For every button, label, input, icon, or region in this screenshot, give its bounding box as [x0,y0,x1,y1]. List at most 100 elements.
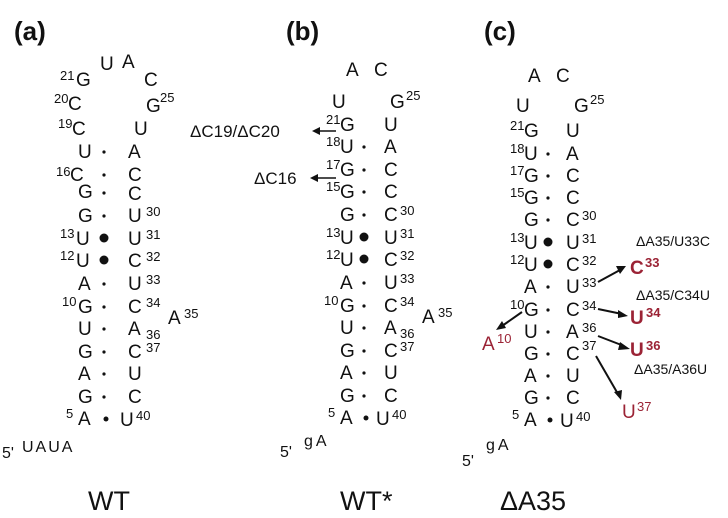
pair-dot [102,305,106,309]
arrow-head [312,127,320,135]
nt: G [76,70,91,91]
deletion-label-c16: ΔC16 [254,169,297,188]
five-prime-label: 5' [2,445,14,462]
panel-b: (b) A C U G 25 21 G U 18 U A 17 G C 15 G… [190,16,452,516]
nt-number: 25 [406,88,420,103]
mutant-base-a10: A [482,334,495,355]
deletion-label-c19-c20: ΔC19/ΔC20 [190,122,280,141]
five-prime-label: 5' [280,444,292,461]
nt-number: 10 [62,294,76,309]
nt-number: 34 [582,298,596,313]
nt: C [384,386,398,407]
nt: C [566,188,580,209]
nt-number: 33 [146,272,160,287]
panel-c-letter: (c) [484,16,516,46]
nt: A [566,144,579,165]
nt: C [68,94,82,115]
five-prime-label: 5' [462,453,474,470]
pair-dot [102,150,106,154]
nt-number: 18 [510,141,524,156]
mutant-label-c34u: ΔA35/C34U [636,287,710,303]
nt: A [524,410,537,431]
nt: C [384,296,398,317]
pair-dot [103,416,109,422]
pair-dot [546,218,550,222]
nt: U [524,322,538,343]
pair-dot [546,196,550,200]
nt-number: 30 [146,204,160,219]
nt: U [128,274,142,295]
nt-number: 25 [590,92,604,107]
nt: G [524,166,539,187]
nt: U [120,410,134,431]
arrow-head [310,174,318,182]
nt: U [566,366,580,387]
nt: C [566,300,580,321]
nt-number: 13 [510,230,524,245]
nt: U [78,319,92,340]
nt-number: 13 [60,226,74,241]
nt: U [566,121,580,142]
nt: G [340,160,355,181]
nt: G [574,96,589,117]
nt: A [384,137,397,158]
nt: C [128,251,142,272]
nt: U [134,119,148,140]
nt-number: 15 [510,185,524,200]
nt: G [340,115,355,136]
nt: A [78,409,91,430]
nt-number: 21 [326,112,340,127]
nt: G [390,92,405,113]
panel-a-caption: WT [88,486,130,516]
nt: A [528,66,541,87]
gu-pair-dot [543,237,553,247]
nt: C [566,388,580,409]
nt-number: 13 [326,225,340,240]
nt: U [76,251,90,272]
nt: G [524,188,539,209]
mutation-arrow [595,355,619,395]
tail-sequence: UAUA [22,439,74,456]
pair-dot [362,168,366,172]
nt: G [524,300,539,321]
nt: A [566,322,579,343]
nt-number: 12 [510,252,524,267]
pair-dot [546,352,550,356]
nt-number: 5 [512,407,519,422]
nt: G [340,341,355,362]
nt: G [340,182,355,203]
tail-sequence: gA [304,433,330,450]
nt-number: 16 [56,164,70,179]
nt: G [340,386,355,407]
nt-number: 20 [54,91,68,106]
pair-dot [362,213,366,217]
panel-b-letter: (b) [286,16,319,46]
nt: U [128,229,142,250]
nt-number: 17 [326,157,340,172]
mutant-label-u33c: ΔA35/U33C [636,233,710,249]
arrow-head [616,266,626,274]
nt-number: 33 [582,275,596,290]
nt: C [566,255,580,276]
pair-dot [546,308,550,312]
pair-dot [102,214,106,218]
nt-number: 5 [328,405,335,420]
nt-number: 33 [400,271,414,286]
nt-number: 31 [582,231,596,246]
mutant-base-u34: U [630,308,644,329]
nt: A [128,319,141,340]
panel-a: (a) U A C 21 G 20 C G 25 19 C U U A 16 C… [2,16,198,516]
nt: G [146,96,161,117]
nt: A [340,408,353,429]
nt-number: 35 [184,306,198,321]
nt: U [128,364,142,385]
pair-dot [102,350,106,354]
nt-number: 30 [582,208,596,223]
nt-number: 36 [146,327,160,342]
pair-dot [102,327,106,331]
nt: A [128,142,141,163]
nt: C [566,344,580,365]
nt-number: 32 [582,253,596,268]
nt-number: 36 [646,338,660,353]
